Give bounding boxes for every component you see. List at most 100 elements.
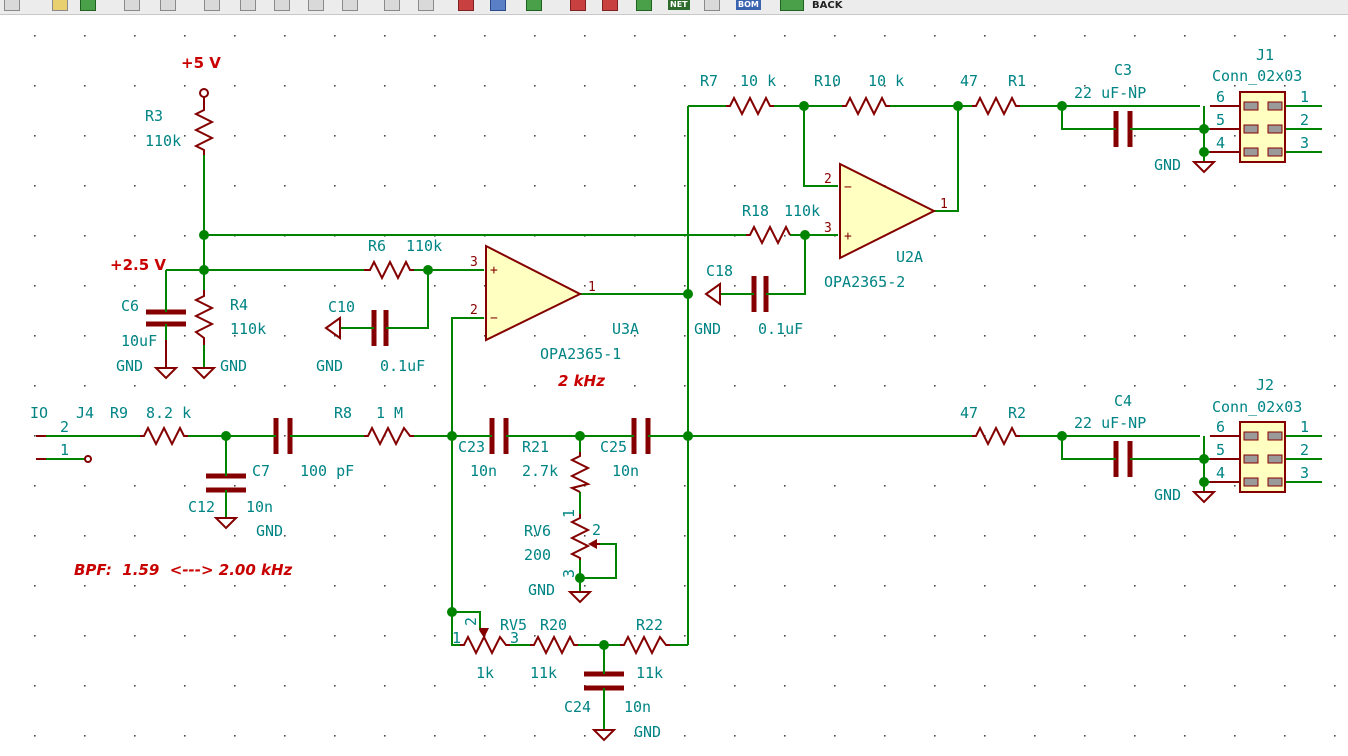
r4-ref: R4 — [230, 296, 248, 314]
pin-number: 1 — [1300, 88, 1309, 106]
gnd-icon — [567, 591, 593, 604]
undo-icon[interactable] — [52, 0, 68, 11]
j4-ref: J4 — [76, 404, 94, 422]
j4-connector[interactable] — [36, 435, 92, 463]
c12-ref: C12 — [188, 498, 215, 516]
library-editor-icon[interactable] — [458, 0, 474, 11]
zoom-redraw-icon[interactable] — [204, 0, 220, 11]
pin-number: 5 — [1216, 441, 1225, 459]
c6-ref: C6 — [121, 297, 139, 315]
r9-ref: R9 — [110, 404, 128, 422]
r2-value: 47 — [960, 404, 978, 422]
annotate-icon[interactable] — [526, 0, 542, 11]
r7-symbol — [726, 95, 774, 117]
r22-value: 11k — [636, 664, 663, 682]
pin-number: 2 — [824, 172, 832, 187]
back-annotate-button[interactable]: BACK — [812, 0, 843, 11]
c3-ref: C3 — [1114, 61, 1132, 79]
c25-ref: C25 — [600, 438, 627, 456]
net-label-2v5: +2.5 V — [110, 256, 166, 274]
gnd-label: GND — [256, 522, 283, 540]
r7-value: 10 k — [740, 72, 776, 90]
rv6-ref: RV6 — [524, 522, 551, 540]
redo-icon[interactable] — [80, 0, 96, 11]
j1-value: Conn_02x03 — [1212, 67, 1302, 85]
gnd-icon — [1191, 161, 1217, 174]
footprint-assign-icon[interactable] — [636, 0, 652, 11]
capacitor-leads — [165, 128, 1140, 692]
rv6-wiper-icon — [588, 539, 597, 549]
r6-ref: R6 — [368, 237, 386, 255]
leave-sheet-icon[interactable] — [418, 0, 434, 11]
pin-number: 6 — [1216, 418, 1225, 436]
zoom-selection-icon[interactable] — [342, 0, 358, 11]
gnd-label: GND — [1154, 486, 1181, 504]
r6-symbol — [364, 259, 414, 281]
gnd-label: GND — [316, 357, 343, 375]
erc-icon[interactable] — [570, 0, 586, 11]
r3-value: 110k — [145, 132, 181, 150]
c4-ref: C4 — [1114, 392, 1132, 410]
u2a-opamp[interactable] — [839, 162, 937, 260]
zoom-out-icon[interactable] — [274, 0, 290, 11]
pin-sign: + — [490, 263, 498, 278]
rv5-wiper-icon — [479, 628, 489, 638]
pin-number: 3 — [1300, 134, 1309, 152]
gnd-icon — [191, 367, 217, 380]
print-icon[interactable] — [124, 0, 140, 11]
r21-symbol — [569, 452, 591, 493]
u3a-opamp[interactable] — [485, 244, 583, 342]
gnd-icon — [591, 729, 617, 742]
plot-icon[interactable] — [160, 0, 176, 11]
rv5-value: 1k — [476, 664, 494, 682]
r8-ref: R8 — [334, 404, 352, 422]
r4-value: 110k — [230, 320, 266, 338]
resistor-symbols — [140, 95, 1020, 656]
r18-symbol — [746, 224, 791, 246]
pin-number: 2 — [470, 303, 478, 318]
table-icon[interactable] — [704, 0, 720, 11]
pin-number: 4 — [1216, 134, 1225, 152]
library-browser-icon[interactable] — [490, 0, 506, 11]
c18-value: 0.1uF — [758, 320, 803, 338]
r18-value: 110k — [784, 202, 820, 220]
r1-ref: R1 — [1008, 72, 1026, 90]
r20-symbol — [530, 634, 578, 656]
pin-number: 1 — [940, 197, 948, 212]
rv6-symbol — [569, 514, 591, 560]
r10-value: 10 k — [868, 72, 904, 90]
netlist-icon[interactable]: NET — [668, 0, 690, 10]
r8-value: 1 M — [376, 404, 403, 422]
power-symbols — [153, 88, 1217, 742]
toolbar: NET BOM BACK — [0, 0, 1348, 15]
pcbnew-icon[interactable] — [780, 0, 804, 11]
pin-number: 2 — [592, 521, 601, 539]
bug-icon[interactable] — [602, 0, 618, 11]
rv6-value: 200 — [524, 546, 551, 564]
pin-number: 3 — [1300, 464, 1309, 482]
zoom-fit-icon[interactable] — [308, 0, 324, 11]
zoom-in-icon[interactable] — [240, 0, 256, 11]
r21-ref: R21 — [522, 438, 549, 456]
gnd-icon — [704, 282, 721, 306]
gnd-label: GND — [116, 357, 143, 375]
u3a-ref: U3A — [612, 320, 639, 338]
r1-value: 47 — [960, 72, 978, 90]
bpf-note: BPF: 1.59 <---> 2.00 kHz — [74, 561, 293, 579]
net-label-5v: +5 V — [181, 54, 221, 72]
r20-ref: R20 — [540, 616, 567, 634]
r10-symbol — [842, 95, 890, 117]
new-icon[interactable] — [4, 0, 20, 11]
hierarchy-icon[interactable] — [384, 0, 400, 11]
grid-dots — [0, 15, 1348, 756]
r22-symbol — [620, 634, 670, 656]
j2-connector[interactable] — [1210, 421, 1286, 493]
pin-number: 3 — [824, 221, 832, 236]
bom-icon[interactable]: BOM — [736, 0, 761, 10]
pin-number: 2 — [60, 418, 69, 436]
pin-number: 4 — [1216, 464, 1225, 482]
pin-sign: − — [844, 180, 852, 195]
j1-connector[interactable] — [1210, 91, 1286, 163]
r21-value: 2.7k — [522, 462, 558, 480]
